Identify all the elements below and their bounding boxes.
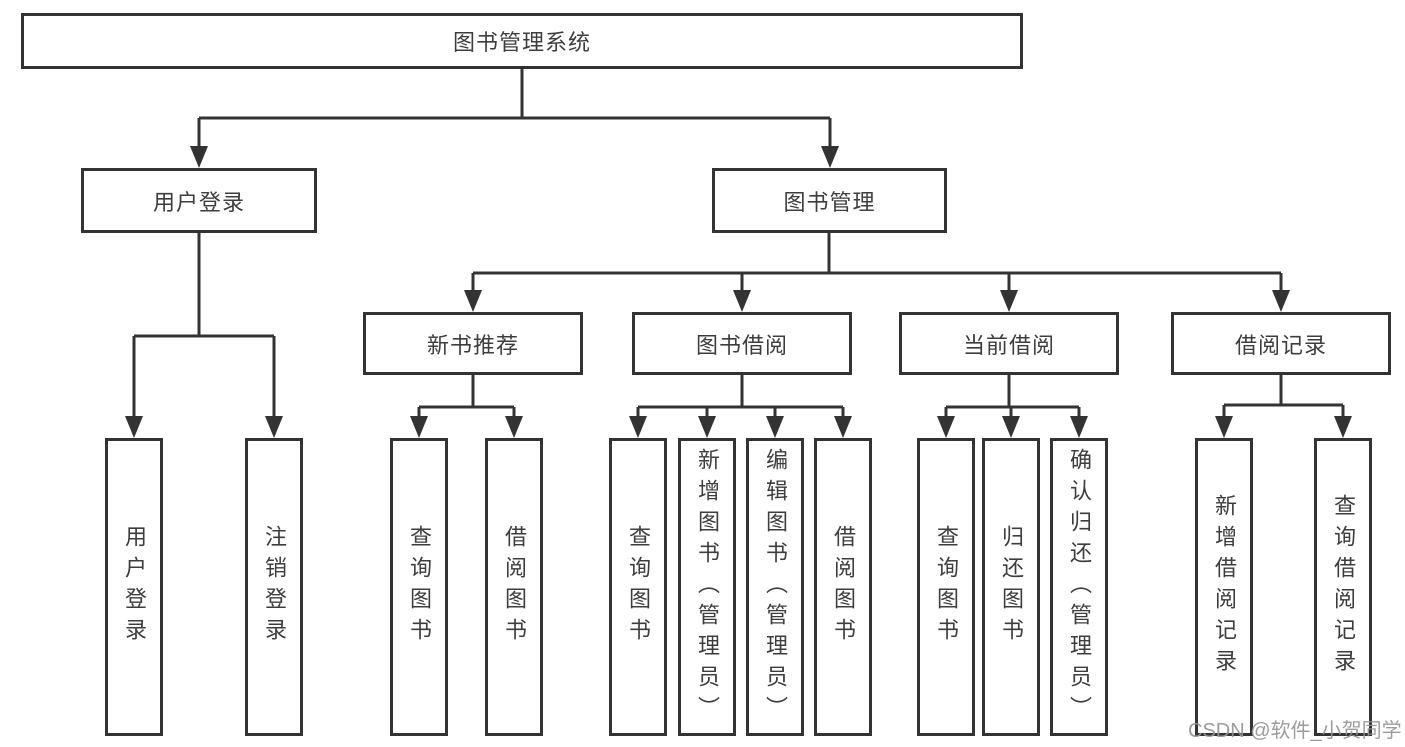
- leaf-records-add-record-label: 新增借阅记录: [1212, 494, 1237, 680]
- node-current-borrow: 当前借阅: [899, 312, 1119, 375]
- leaf-user-login-label: 用户登录: [122, 525, 147, 649]
- connector-recommend-to-leaves: [417, 375, 516, 418]
- leaf-borrow-edit-books-admin-label: 编辑图书（管理员）: [763, 447, 788, 727]
- leaf-records-add-record: 新增借阅记录: [1195, 438, 1253, 736]
- node-root: 图书管理系统: [21, 13, 1023, 69]
- node-book-management: 图书管理: [712, 168, 947, 233]
- leaf-borrow-borrow-books: 借阅图书: [814, 438, 872, 736]
- leaf-borrow-add-books-admin-label: 新增图书（管理员）: [695, 447, 720, 727]
- node-user-login: 用户登录: [81, 168, 317, 233]
- leaf-current-return-books: 归还图书: [982, 438, 1040, 736]
- node-new-book-recommend-label: 新书推荐: [426, 332, 519, 358]
- leaf-current-query-books-label: 查询图书: [934, 525, 959, 649]
- connector-bookmgmt-to-level3: [471, 233, 1283, 292]
- leaf-records-query-record: 查询借阅记录: [1314, 438, 1372, 736]
- leaf-current-query-books: 查询图书: [917, 438, 975, 736]
- leaf-recommend-borrow-books: 借阅图书: [485, 438, 543, 736]
- leaf-logout: 注销登录: [245, 438, 303, 736]
- leaf-recommend-borrow-books-label: 借阅图书: [502, 525, 527, 649]
- leaf-user-login: 用户登录: [105, 438, 163, 736]
- node-new-book-recommend: 新书推荐: [363, 312, 583, 375]
- node-book-borrow-label: 图书借阅: [695, 332, 788, 358]
- connector-records-to-leaves: [1222, 375, 1345, 418]
- leaf-current-confirm-return-admin: 确认归还（管理员）: [1050, 438, 1108, 736]
- node-book-borrow: 图书借阅: [632, 312, 852, 375]
- node-borrow-records: 借阅记录: [1171, 312, 1391, 375]
- leaf-recommend-query-books-label: 查询图书: [407, 525, 432, 649]
- leaf-current-confirm-return-admin-label: 确认归还（管理员）: [1067, 447, 1092, 727]
- connector-bookborrow-to-leaves: [636, 375, 845, 418]
- leaf-borrow-borrow-books-label: 借阅图书: [831, 525, 856, 649]
- connector-root-to-level2: [197, 68, 832, 148]
- leaf-records-query-record-label: 查询借阅记录: [1331, 494, 1356, 680]
- node-user-login-label: 用户登录: [152, 189, 245, 215]
- leaf-logout-label: 注销登录: [262, 525, 287, 649]
- leaf-recommend-query-books: 查询图书: [390, 438, 448, 736]
- arrowheads: [125, 146, 1352, 438]
- leaf-borrow-query-books-label: 查询图书: [626, 525, 651, 649]
- csdn-watermark: CSDN @软件_小贺同学: [1188, 720, 1402, 742]
- leaf-borrow-query-books: 查询图书: [609, 438, 667, 736]
- connector-userlogin-to-leaves: [132, 233, 276, 418]
- node-root-label: 图书管理系统: [452, 30, 591, 55]
- node-borrow-records-label: 借阅记录: [1234, 332, 1327, 358]
- leaf-borrow-edit-books-admin: 编辑图书（管理员）: [746, 438, 804, 736]
- node-current-borrow-label: 当前借阅: [962, 332, 1055, 358]
- connector-currentborrow-to-leaves: [944, 375, 1081, 418]
- leaf-current-return-books-label: 归还图书: [999, 525, 1024, 649]
- leaf-borrow-add-books-admin: 新增图书（管理员）: [678, 438, 736, 736]
- node-book-management-label: 图书管理: [783, 189, 876, 215]
